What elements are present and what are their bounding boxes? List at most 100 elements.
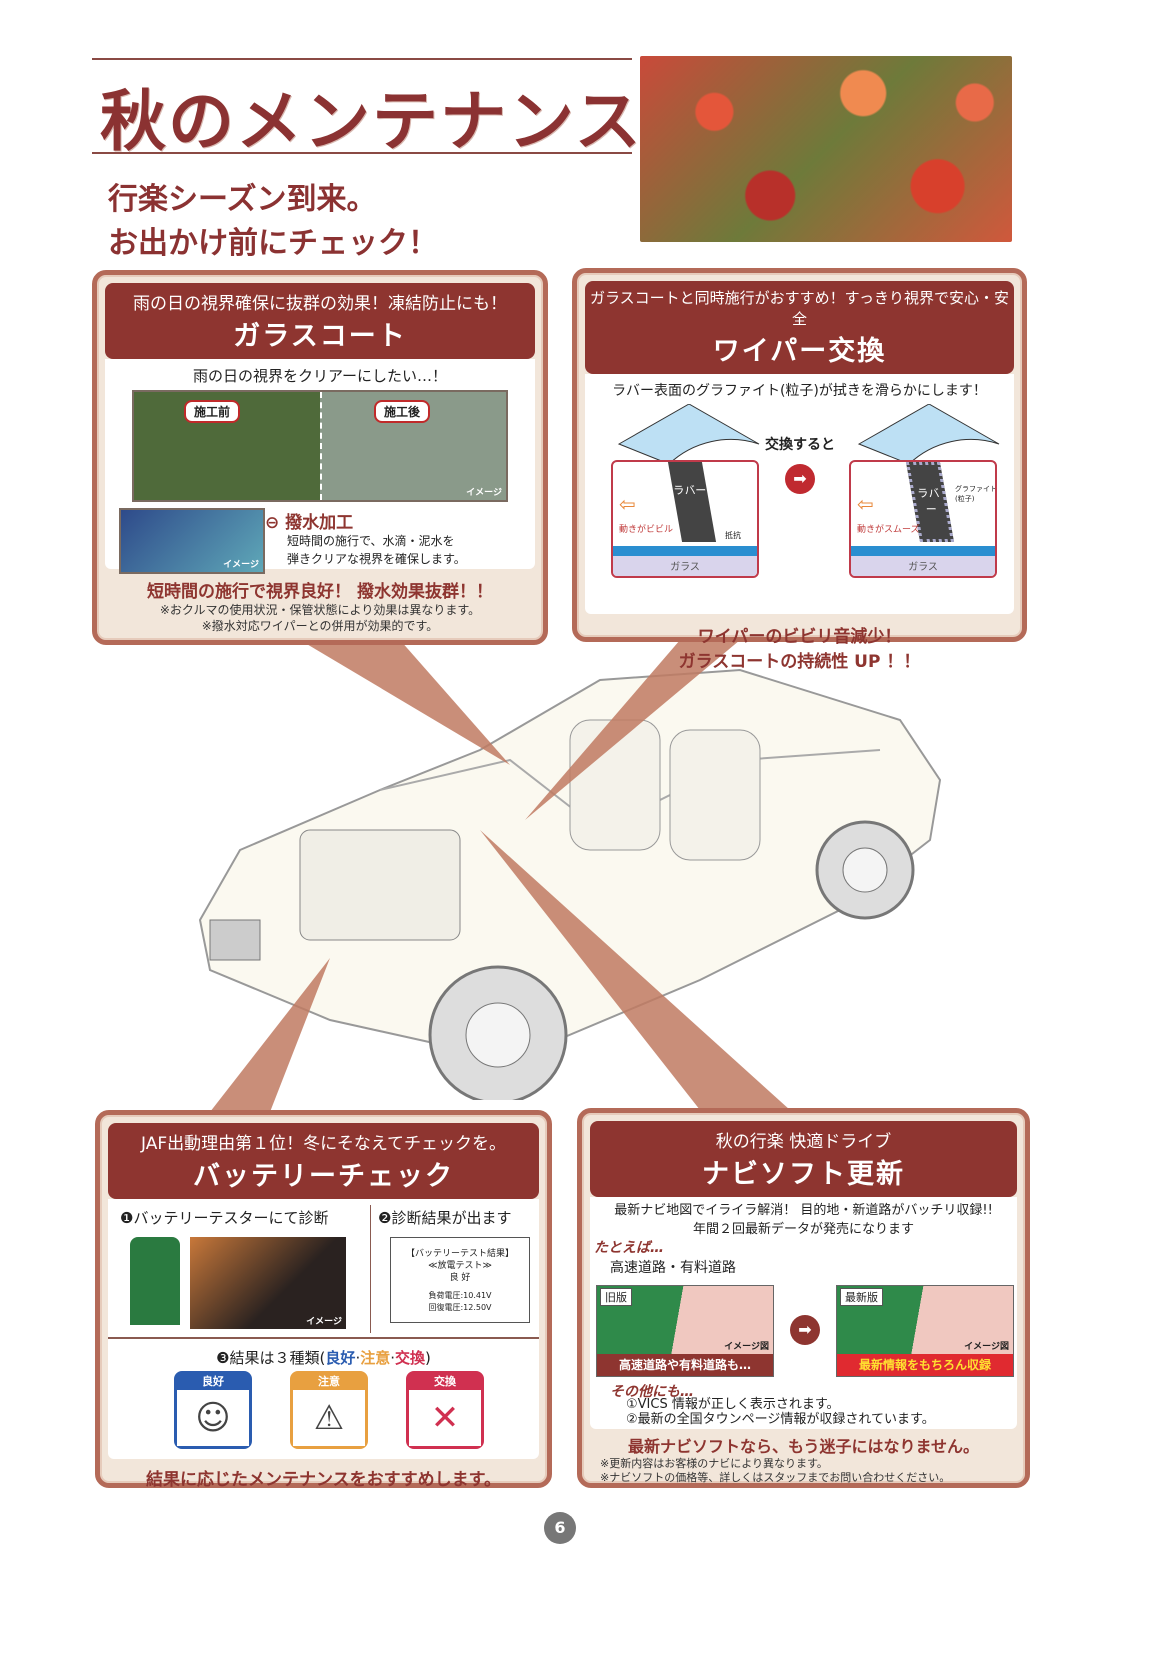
load-voltage: 負荷電圧:10.41V	[428, 1291, 492, 1300]
panel-title: ワイパー交換	[712, 336, 887, 367]
result-badge: 交換	[409, 1374, 481, 1390]
panel-header: JAF出動理由第１位！冬にそなえてチェックを。 バッテリーチェック	[108, 1123, 539, 1199]
subtitle: 行楽シーズン到来。 お出かけ前にチェック！	[108, 178, 438, 266]
before-diagram: ラバー ⇦ 動きがビビル 抵抗 ガラス	[611, 460, 759, 578]
result-caution: 注意	[360, 1349, 391, 1367]
transition-label: 交換すると	[765, 437, 835, 453]
note: ※ナビソフトの価格等、詳しくはスタッフまでお問い合わせください。	[600, 1471, 951, 1484]
battery-panel: JAF出動理由第１位！冬にそなえてチェックを。 バッテリーチェック ❶バッテリー…	[95, 1110, 552, 1490]
windshield-comparison-photo: 施工前 施工後 イメージ	[132, 390, 508, 502]
new-map-caption: 最新情報をもちろん収録	[837, 1354, 1013, 1376]
panel-title: ナビソフト更新	[702, 1159, 905, 1190]
result-badge: 注意	[293, 1374, 365, 1390]
glass-coat-panel: 雨の日の視界確保に抜群の効果！凍結防止にも！ ガラスコート 雨の日の視界をクリア…	[92, 270, 548, 645]
arrow-left-icon: ⊖	[265, 513, 280, 533]
step3-label: ❸結果は３種類(良好·注意·交換)	[216, 1349, 431, 1367]
map-caption: イメージ図	[724, 1342, 769, 1352]
old-map-caption: 高速道路や有料道路も…	[597, 1354, 773, 1376]
image-caption: イメージ	[466, 488, 502, 498]
feature-title: ⊖ 撥水加工	[265, 508, 353, 533]
lead-text: 年間２回最新データが発売になります	[692, 1222, 914, 1237]
map-caption: イメージ図	[964, 1342, 1009, 1352]
step3-suffix: )	[425, 1349, 431, 1367]
navi-panel: 秋の行楽 快適ドライブ ナビソフト更新 最新ナビ地図でイライラ解消！ 目的地・新…	[577, 1108, 1030, 1488]
old-version-label: 旧版	[600, 1288, 632, 1306]
panel-tagline: JAF出動理由第１位！冬にそなえてチェックを。	[141, 1134, 506, 1154]
image-caption: イメージ	[223, 560, 259, 570]
wiper-panel: ガラスコートと同時施行がおすすめ！すっきり視界で安心・安全 ワイパー交換 ラバー…	[572, 268, 1027, 672]
page-title: 秋のメンテナンス	[100, 83, 643, 160]
image-caption: イメージ	[306, 1317, 342, 1327]
old-map: 旧版 イメージ図 高速道路や有料道路も…	[596, 1285, 774, 1377]
feature-desc: 弾きクリアな視界を確保します。	[287, 552, 466, 566]
receipt-result: 良 好	[449, 1273, 471, 1283]
other-heading: その他にも…	[610, 1384, 694, 1400]
feature-title-text: 撥水加工	[285, 513, 354, 533]
motion-label: 動きがビビル	[619, 525, 674, 535]
glass-label: ガラス	[613, 546, 757, 576]
highlight-text: 結果に応じたメンテナンスをおすすめします。	[146, 1470, 501, 1490]
receipt-test: ≪放電テスト≫	[428, 1261, 492, 1271]
feature-desc: 短時間の施行で、水滴・泥水を	[287, 534, 455, 548]
result-replace: 交換	[395, 1349, 426, 1367]
panel-header: ガラスコートと同時施行がおすすめ！すっきり視界で安心・安全 ワイパー交換	[585, 281, 1014, 374]
note: ※更新内容はお客様のナビにより異なります。	[600, 1457, 828, 1470]
battery-tester-photo: イメージ	[190, 1237, 346, 1329]
step3-prefix: ❸結果は３種類(	[216, 1349, 326, 1367]
example-heading: たとえば…	[594, 1240, 664, 1256]
step2-label: ❷診断結果が出ます	[378, 1209, 512, 1227]
highlight-text: 最新ナビソフトなら、もう迷子にはなりません。	[627, 1437, 980, 1456]
lead-text: 雨の日の視界をクリアーにしたい…！	[192, 367, 448, 385]
panel-tagline: 雨の日の視界確保に抜群の効果！凍結防止にも！	[133, 294, 507, 314]
wiper-arc-diagrams	[617, 404, 1000, 465]
result-good: 良好	[325, 1349, 356, 1367]
title-rule	[92, 152, 632, 154]
other-item: ①VICS 情報が正しく表示されます。	[626, 1397, 840, 1412]
car-illustration	[198, 668, 942, 1100]
arrow-right-icon: ➡	[785, 464, 815, 494]
panel-title: バッテリーチェック	[193, 1161, 454, 1192]
highlight-text: ガラスコートの持続性 UP ！！	[678, 652, 921, 672]
note: ※撥水対応ワイパーとの併用が効果的です。	[201, 619, 439, 633]
panel-tagline: 秋の行楽 快適ドライブ	[715, 1132, 892, 1152]
panel-header: 雨の日の視界確保に抜群の効果！凍結防止にも！ ガラスコート	[105, 283, 535, 359]
highlight-text: ワイパーのビビリ音減少！	[697, 627, 902, 647]
page-number: 6	[544, 1512, 576, 1544]
glass-label: ガラス	[851, 546, 995, 576]
new-map: 最新版 イメージ図 最新情報をもちろん収録	[836, 1285, 1014, 1377]
after-diagram: ラバー ⇦ 動きがスムーズ グラファイト(粒子) ガラス	[849, 460, 997, 578]
panel-title: ガラスコート	[233, 321, 407, 352]
new-version-label: 最新版	[840, 1288, 883, 1306]
after-tag: 施工後	[374, 400, 431, 423]
rubber-label: ラバー	[667, 462, 717, 542]
subtitle-line: お出かけ前にチェック！	[108, 226, 438, 261]
water-repellent-photo: イメージ	[119, 508, 265, 574]
highlight-text: 短時間の施行で視界良好！ 撥水効果抜群！！	[147, 582, 493, 602]
lead-text: 最新ナビ地図でイライラ解消！ 目的地・新道路がバッチリ収録!!	[614, 1203, 993, 1218]
panel-tagline: ガラスコートと同時施行がおすすめ！すっきり視界で安心・安全	[589, 289, 1010, 328]
step1-label: ❶バッテリーテスターにて診断	[120, 1209, 329, 1227]
replace-battery-icon: 交換✕	[406, 1371, 484, 1449]
subtitle-line: 行楽シーズン到来。	[108, 182, 377, 217]
autumn-leaves-photo	[640, 56, 1012, 242]
panel-header: 秋の行楽 快適ドライブ ナビソフト更新	[590, 1121, 1017, 1197]
arrow-left-icon: ⇦	[857, 492, 874, 516]
lead-text: ラバー表面のグラファイト(粒子)が拭きを滑らかにします！	[612, 383, 987, 399]
arrow-right-icon: ➡	[790, 1315, 820, 1345]
mechanic-icon	[130, 1237, 180, 1325]
caution-battery-icon: 注意⚠	[290, 1371, 368, 1449]
before-tag: 施工前	[184, 400, 241, 423]
graphite-label: グラファイト(粒子)	[955, 485, 997, 503]
arrow-left-icon: ⇦	[619, 492, 636, 516]
resistance-label: 抵抗	[725, 531, 741, 540]
title-rule	[92, 58, 632, 60]
note: ※おクルマの使用状況・保管状態により効果は異なります。	[159, 603, 481, 617]
receipt-title: 【バッテリーテスト結果】	[405, 1249, 514, 1259]
good-battery-icon: 良好☺	[174, 1371, 252, 1449]
test-result-receipt: 【バッテリーテスト結果】 ≪放電テスト≫ 良 好 負荷電圧:10.41V 回復電…	[390, 1237, 530, 1323]
example-item: 高速道路・有料道路	[610, 1260, 736, 1276]
result-badge: 良好	[177, 1374, 249, 1390]
motion-label: 動きがスムーズ	[857, 525, 920, 535]
recovery-voltage: 回復電圧:12.50V	[428, 1303, 492, 1312]
